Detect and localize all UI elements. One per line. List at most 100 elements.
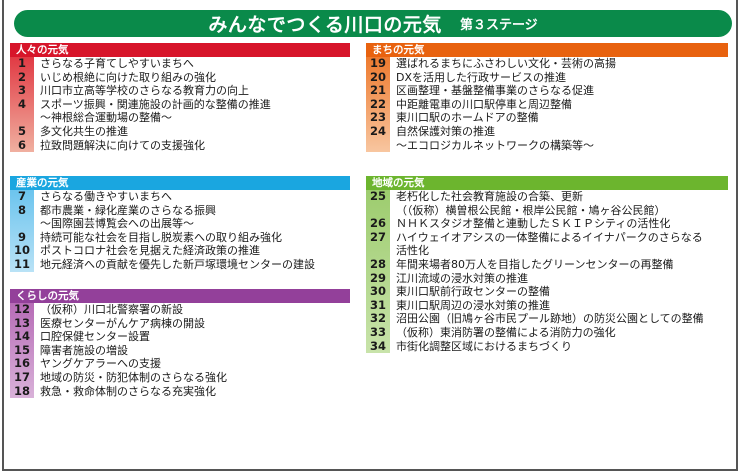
item-text: ヤングケアラーへの支援 xyxy=(40,357,161,371)
list-item: 22 中距離電車の川口駅停車と周辺整備 xyxy=(366,96,728,112)
item-text: ～国際園芸博覧会への出展等～ xyxy=(40,217,194,231)
item-number xyxy=(366,139,390,153)
list-item: 26 ＮＨＫスタジオ整備と連動したＳＫＩＰシティの活性化 xyxy=(366,217,728,231)
item-text: 老朽化した社会教育施設の合築、更新 xyxy=(396,190,583,203)
item-number: 12 xyxy=(13,302,30,316)
item-text: 救急・救命体制のさらなる充実強化 xyxy=(40,384,216,398)
list-item-continuation: （（仮称）横曽根公民館・根岸公民館・鳩ヶ谷公民館） xyxy=(366,204,728,218)
item-text: 区画整理・基盤整備事業のさらなる促進 xyxy=(396,84,594,98)
item-number: 22 xyxy=(369,96,386,111)
item-text: 江川流域の浸水対策の推進 xyxy=(396,271,528,285)
item-text: 活性化 xyxy=(396,244,429,258)
item-text: 沼田公園（旧鳩ヶ谷市民プール跡地）の防災公園としての整備 xyxy=(396,312,704,326)
item-text: ＮＨＫスタジオ整備と連動したＳＫＩＰシティの活性化 xyxy=(396,217,671,231)
item-number: 31 xyxy=(369,297,386,312)
item-number: 7 xyxy=(17,189,26,203)
item-number: 11 xyxy=(13,256,30,271)
item-text: 都市農業・緑化産業のさらなる振興 xyxy=(40,203,216,217)
item-number: 26 xyxy=(369,216,386,231)
list-item: 6 拉致問題解決に向けての支援強化 xyxy=(10,137,350,153)
item-text: 川口市立高等学校のさらなる教育力の向上 xyxy=(40,84,249,98)
item-number xyxy=(366,204,390,218)
item-number: 24 xyxy=(369,123,386,138)
item-text: ～エコロジカルネットワークの構築等～ xyxy=(396,138,594,152)
item-text: いじめ根絶に向けた取り組みの強化 xyxy=(40,70,216,84)
list-item: 15 障害者施設の増設 xyxy=(10,342,350,358)
list-item: 32 沼田公園（旧鳩ヶ谷市民プール跡地）の防災公園としての整備 xyxy=(366,312,728,326)
item-text: （仮称）川口北警察署の新設 xyxy=(40,303,183,316)
item-text: 拉致問題解決に向けての支援強化 xyxy=(40,138,205,152)
item-text: 多文化共生の推進 xyxy=(40,124,128,138)
item-text: 障害者施設の増設 xyxy=(40,343,128,357)
item-text: 東川口駅のホームドアの整備 xyxy=(396,111,539,125)
item-text: 中距離電車の川口駅停車と周辺整備 xyxy=(396,97,572,111)
list-item-continuation: ～エコロジカルネットワークの構築等～ xyxy=(366,139,728,153)
item-number: 5 xyxy=(17,123,26,138)
item-number: 27 xyxy=(369,229,386,244)
section-header: 産業の元気 xyxy=(10,176,350,190)
section-header: まちの元気 xyxy=(366,43,728,57)
item-text: スポーツ振興・関連施設の計画的な整備の推進 xyxy=(40,97,271,111)
section-region: 地域の元気 25 老朽化した社会教育施設の合築、更新（（仮称）横曽根公民館・根岸公… xyxy=(366,176,728,354)
item-number: 3 xyxy=(17,83,26,98)
list-item: 8 都市農業・緑化産業のさらなる振興 xyxy=(10,202,350,218)
item-text: 医療センターがんケア病棟の開設 xyxy=(40,316,205,330)
item-number: 28 xyxy=(369,256,386,271)
item-number: 32 xyxy=(369,311,386,326)
item-text: （仮称）東消防署の整備による消防力の強化 xyxy=(396,325,616,339)
item-text: 年間来場者80万人を目指したグリーンセンターの再整備 xyxy=(396,257,674,271)
item-text: DXを活用した行政サービスの推進 xyxy=(396,70,567,84)
item-number: 2 xyxy=(17,69,26,84)
page-title: みんなでつくる川口の元気 xyxy=(208,14,442,36)
item-number xyxy=(10,111,34,125)
item-number: 15 xyxy=(13,342,30,357)
page-subtitle: 第３ステージ xyxy=(459,18,538,33)
item-number: 17 xyxy=(13,369,30,384)
item-text: 口腔保健センター設置 xyxy=(40,330,150,344)
item-number: 25 xyxy=(369,189,386,203)
item-number: 8 xyxy=(17,202,26,217)
item-number: 20 xyxy=(369,69,386,84)
list-item: 10 ポストコロナ社会を見据えた経済政策の推進 xyxy=(10,244,350,258)
list-item: 9 持続可能な社会を目指し脱炭素への取り組み強化 xyxy=(10,229,350,245)
list-item-continuation: 活性化 xyxy=(366,244,728,258)
section-header: 地域の元気 xyxy=(366,176,728,190)
list-item: 12 （仮称）川口北警察署の新設 xyxy=(10,302,350,317)
item-number: 6 xyxy=(17,137,26,152)
section-header: くらしの元気 xyxy=(10,289,350,303)
list-item: 2 いじめ根絶に向けた取り組みの強化 xyxy=(10,69,350,85)
item-text: 選ばれるまちにふさわしい文化・芸術の高揚 xyxy=(396,57,616,70)
item-number xyxy=(366,244,390,258)
list-item: 5 多文化共生の推進 xyxy=(10,123,350,139)
item-number: 4 xyxy=(17,96,26,111)
item-text: （（仮称）横曽根公民館・根岸公民館・鳩ヶ谷公民館） xyxy=(396,203,666,217)
item-text: ポストコロナ社会を見据えた経済政策の推進 xyxy=(40,244,260,258)
item-number: 34 xyxy=(369,338,386,353)
item-number: 10 xyxy=(13,243,30,258)
list-item: 20 DXを活用した行政サービスの推進 xyxy=(366,69,728,85)
item-number: 1 xyxy=(17,56,26,70)
item-number: 9 xyxy=(17,229,26,244)
item-number: 29 xyxy=(369,270,386,285)
item-text: 持続可能な社会を目指し脱炭素への取り組み強化 xyxy=(40,230,282,244)
